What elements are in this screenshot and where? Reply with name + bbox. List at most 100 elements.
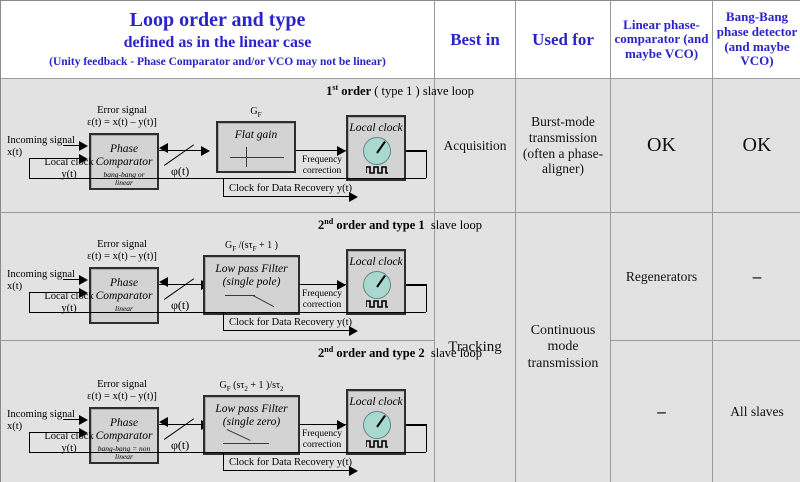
cell-used-for-row1: Burst-mode transmission (often a phase-a…: [516, 79, 611, 213]
data-recovery-tap-wire-row3: [223, 452, 224, 470]
comparator-to-filter-wire-row1: [159, 150, 209, 151]
header-col-linear-phase-comparator: Linear phase-comparator (and maybe VCO): [611, 1, 713, 79]
feedback-up-wire-row3: [29, 432, 30, 452]
flat-gain-glyph-vertical-row1: [246, 147, 247, 167]
feedback-in-wire-row2: [63, 292, 81, 293]
header-title-line3: (Unity feedback - Phase Comparator and/o…: [49, 55, 386, 68]
cell-bangbang-row2: –: [713, 213, 800, 341]
single-pole-glyph-flat-row2: [225, 295, 255, 296]
single-zero-glyph-flat-row3: [223, 443, 269, 444]
comparator-to-filter-wire-row2: [159, 284, 209, 285]
feedback-top-wire-row2: [406, 284, 426, 286]
filter-to-clock-wire-row2: [300, 284, 346, 285]
cell-best-in-row1: Acquisition: [435, 79, 516, 213]
loop-filter-line2: (single pole): [222, 276, 281, 288]
phi-label-row3: φ(t): [171, 438, 190, 452]
incoming-signal-arrow-row1: [79, 141, 88, 151]
data-recovery-arrow-row1: [349, 192, 358, 202]
phase-comparator-line1: Phase: [109, 143, 139, 155]
data-recovery-label-row2: Clock for Data Recovery y(t): [229, 317, 353, 328]
incoming-signal-wire-row2: [63, 279, 81, 280]
data-recovery-wire-row3: [223, 470, 353, 471]
diagram-title-row3: 2nd order and type 2 slave loop: [318, 345, 482, 361]
loop-filter-block-row2: Low pass Filter(single pole): [203, 255, 300, 315]
filter-transfer-function-row3: GF (sτ2 + 1 )/sτ2: [219, 380, 284, 393]
header-title-line2: defined as in the linear case: [123, 34, 312, 52]
feedback-return-wire-row3: [29, 452, 426, 453]
cell-linear-row2: Regenerators: [611, 213, 713, 341]
feedback-in-wire-row3: [63, 432, 81, 433]
filter-to-clock-arrow-row3: [337, 420, 346, 430]
filter-transfer-function-row2: GF /(sτF + 1 ): [224, 240, 279, 253]
header-title-cell: Loop order and type defined as in the li…: [1, 1, 435, 79]
feedback-down-wire-row1: [426, 150, 427, 178]
data-recovery-arrow-row3: [349, 466, 358, 476]
data-recovery-wire-row1: [223, 196, 353, 197]
comparator-to-filter-arrow-row1: [201, 146, 210, 156]
phi-label-row2: φ(t): [171, 298, 190, 312]
filter-to-clock-arrow-row2: [337, 280, 346, 290]
diagram-title-row1: 1st order ( type 1 ) slave loop: [326, 83, 474, 99]
cell-used-for-row2-3: Continuous mode transmission: [516, 213, 611, 482]
cell-linear-row3: –: [611, 341, 713, 482]
incoming-signal-arrow-row3: [79, 415, 88, 425]
feedback-to-comparator-wire-row1: [29, 158, 65, 159]
cell-best-in-row2-3: Tracking: [435, 213, 516, 482]
loop-filter-block-row1: Flat gain: [216, 121, 296, 173]
incoming-signal-arrow-row2: [79, 275, 88, 285]
phase-comparator-line1: Phase: [109, 417, 139, 429]
feedback-to-comparator-wire-row3: [29, 432, 65, 433]
data-recovery-label-row1: Clock for Data Recovery y(t): [229, 183, 353, 194]
phi-arrow-row1: [159, 143, 168, 153]
feedback-in-arrow-row1: [79, 154, 88, 164]
data-recovery-arrow-row2: [349, 326, 358, 336]
data-recovery-tap-wire-row1: [223, 178, 224, 196]
phi-arrow-row2: [159, 277, 168, 287]
feedback-return-wire-row1: [29, 178, 426, 179]
comparator-to-filter-wire-row3: [159, 424, 209, 425]
filter-transfer-function-row1: GF: [250, 106, 262, 119]
cell-bangbang-row3: All slaves: [713, 341, 800, 482]
square-wave-icon-row3: [365, 435, 388, 448]
filter-to-clock-wire-row1: [296, 150, 346, 151]
incoming-signal-wire-row1: [63, 145, 81, 146]
feedback-in-wire-row1: [63, 158, 81, 159]
loop-filter-line1: Flat gain: [234, 129, 278, 141]
phase-comparator-line2: Comparator: [95, 156, 153, 168]
phase-comparator-line2: Comparator: [95, 430, 153, 442]
feedback-top-wire-row1: [406, 150, 426, 152]
cell-linear-row1: OK: [611, 79, 713, 213]
header-col-best-in: Best in: [435, 1, 516, 79]
feedback-up-wire-row2: [29, 292, 30, 312]
local-clock-label: Local clock: [349, 256, 403, 268]
incoming-signal-wire-row3: [63, 419, 81, 420]
phase-comparator-subtitle: linear: [115, 304, 133, 313]
data-recovery-wire-row2: [223, 330, 353, 331]
feedback-in-arrow-row2: [79, 288, 88, 298]
filter-to-clock-wire-row3: [300, 424, 346, 425]
feedback-to-comparator-wire-row2: [29, 292, 65, 293]
feedback-down-wire-row3: [426, 424, 427, 452]
flat-gain-glyph-horizontal-row1: [230, 157, 284, 158]
feedback-top-wire-row3: [406, 424, 426, 426]
loop-filter-block-row3: Low pass Filter(single zero): [203, 395, 300, 455]
feedback-return-wire-row2: [29, 312, 426, 313]
feedback-down-wire-row2: [426, 284, 427, 312]
loop-filter-line2: (single zero): [222, 416, 281, 428]
cell-bangbang-row1: OK: [713, 79, 800, 213]
feedback-in-arrow-row3: [79, 428, 88, 438]
